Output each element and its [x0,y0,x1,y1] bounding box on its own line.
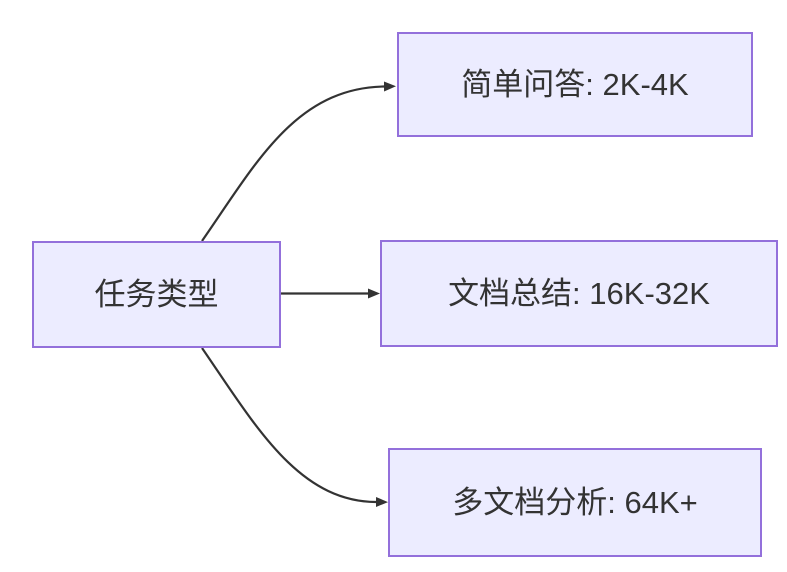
edge-task-type-to-simple-qa [201,81,396,242]
node-simple-qa-label: 简单问答: 2K-4K [461,66,689,102]
node-multi-doc-analysis: 多文档分析: 64K+ [388,448,762,557]
edge-task-type-to-multi-doc-analysis [201,347,388,507]
node-task-type: 任务类型 [32,241,281,348]
node-multi-doc-analysis-label: 多文档分析: 64K+ [452,484,698,520]
node-doc-summary-label: 文档总结: 16K-32K [448,275,710,311]
node-task-type-label: 任务类型 [94,276,219,312]
node-simple-qa: 简单问答: 2K-4K [397,32,753,137]
node-doc-summary: 文档总结: 16K-32K [380,240,778,347]
